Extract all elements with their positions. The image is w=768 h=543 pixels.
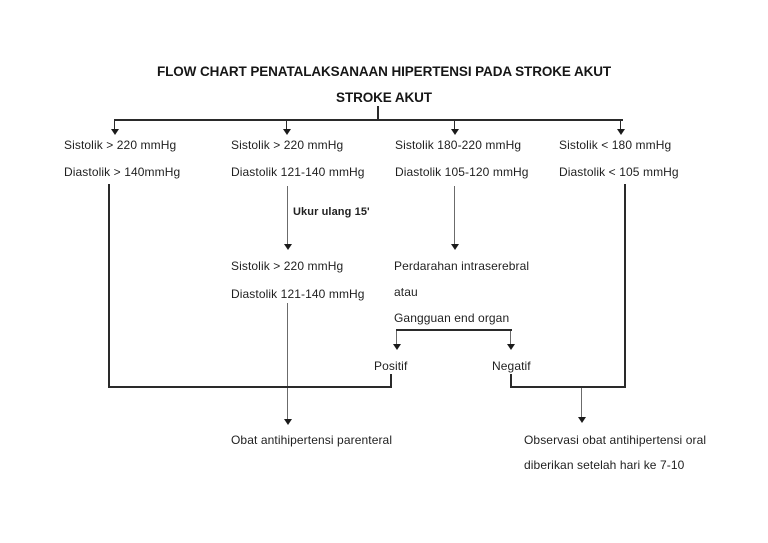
connector-branch2-drop (286, 121, 287, 129)
arrow-down-icon (393, 344, 401, 350)
connector-remeasure-arrow-line (287, 186, 288, 244)
branch1-systolic-label: Sistolik > 220 mmHg (64, 138, 177, 152)
remeasure-diastolic-label: Diastolik 121-140 mmHg (231, 287, 365, 301)
connector-positive-drop (396, 331, 397, 344)
remeasure-systolic-label: Sistolik > 220 mmHg (231, 259, 344, 273)
arrow-down-icon (111, 129, 119, 135)
arrow-down-icon (451, 244, 459, 250)
outcome-parenteral-label: Obat antihipertensi parenteral (231, 433, 393, 447)
evaluation-line1: Perdarahan intraserebral (394, 259, 530, 273)
connector-parenteral-arrow-line (287, 303, 288, 419)
evaluation-line2: atau (394, 285, 418, 299)
branch4-diastolic-label: Diastolik < 105 mmHg (559, 165, 679, 179)
connector-branch4-drop (620, 121, 621, 129)
branch3-systolic-label: Sistolik 180-220 mmHg (395, 138, 522, 152)
arrow-down-icon (284, 244, 292, 250)
connector-branch3-drop (454, 121, 455, 129)
connector-right-merge-bar (510, 386, 626, 388)
connector-branch4-vertical (624, 184, 626, 388)
root-node-label: STROKE AKUT (336, 90, 432, 105)
connector-left-merge-bar (108, 386, 392, 388)
branch4-systolic-label: Sistolik < 180 mmHg (559, 138, 672, 152)
arrow-down-icon (451, 129, 459, 135)
branch2-systolic-label: Sistolik > 220 mmHg (231, 138, 344, 152)
outcome-oral-line1: Observasi obat antihipertensi oral (524, 433, 707, 447)
arrow-down-icon (578, 417, 586, 423)
connector-evaluation-arrow-line (454, 186, 455, 244)
arrow-down-icon (284, 419, 292, 425)
negative-label: Negatif (492, 359, 531, 373)
connector-evaluation-bracket (396, 329, 512, 331)
connector-negative-drop (510, 331, 511, 344)
flowchart-title: FLOW CHART PENATALAKSANAAN HIPERTENSI PA… (156, 64, 612, 79)
connector-oral-arrow-line (581, 388, 582, 417)
arrow-down-icon (283, 129, 291, 135)
arrow-down-icon (617, 129, 625, 135)
connector-branch1-vertical (108, 184, 110, 388)
connector-positive-stub (390, 374, 392, 388)
connector-top-bar (114, 119, 623, 121)
connector-negative-stub (510, 374, 512, 388)
outcome-oral-line2: diberikan setelah hari ke 7-10 (524, 458, 685, 472)
connector-branch1-drop (114, 121, 115, 129)
arrow-down-icon (507, 344, 515, 350)
positive-label: Positif (374, 359, 408, 373)
branch3-diastolic-label: Diastolik 105-120 mmHg (395, 165, 529, 179)
connector-root-stem (377, 106, 379, 119)
branch1-diastolic-label: Diastolik > 140mmHg (64, 165, 181, 179)
branch2-diastolic-label: Diastolik 121-140 mmHg (231, 165, 365, 179)
remeasure-arrow-label: Ukur ulang 15' (293, 206, 370, 218)
evaluation-line3: Gangguan end organ (394, 311, 510, 325)
